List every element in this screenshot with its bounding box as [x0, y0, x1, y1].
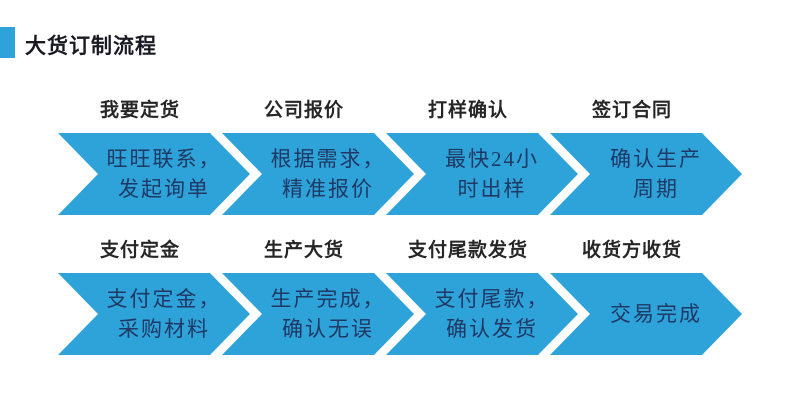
step-label: 支付定金	[99, 240, 180, 261]
step-text-line1: 支付尾款，	[434, 287, 550, 311]
step-label: 公司报价	[263, 100, 344, 121]
step-text-line2: 采购材料	[118, 317, 210, 341]
step-label: 生产大货	[263, 240, 344, 261]
flow-row-2: 支付定金 支付定金， 采购材料 生产大货 生产完成， 确认无误 支付尾款发货 支…	[58, 239, 742, 355]
flow-step-2: 公司报价 根据需求， 精准报价	[222, 99, 414, 215]
step-text-line1: 最快24小	[445, 147, 539, 171]
step-text-line2: 精准报价	[282, 177, 374, 201]
title-accent-square	[0, 27, 15, 58]
flow-step-1: 我要定货 旺旺联系， 发起询单	[58, 99, 250, 215]
step-text-line2: 时出样	[457, 177, 527, 201]
flow-row-1: 我要定货 旺旺联系， 发起询单 公司报价 根据需求， 精准报价 打样确认 最快2…	[58, 99, 742, 215]
step-label: 支付尾款发货	[407, 240, 528, 261]
flow-step-arrow: 交易完成	[550, 273, 742, 355]
step-text-line2: 周期	[633, 177, 679, 201]
step-label: 收货方收货	[581, 240, 682, 261]
step-text-line2: 确认发货	[446, 317, 538, 341]
flow-step-8: 收货方收货 交易完成	[550, 239, 742, 355]
step-text-line1: 生产完成，	[270, 287, 386, 311]
step-text-line1: 根据需求，	[270, 147, 386, 171]
flow-step-5: 支付定金 支付定金， 采购材料	[58, 239, 250, 355]
step-text-line2: 确认无误	[282, 317, 374, 341]
flow-step-7: 支付尾款发货 支付尾款， 确认发货	[386, 239, 578, 355]
flow-step-arrow: 确认生产 周期	[550, 133, 742, 215]
flow-step-3: 打样确认 最快24小 时出样	[386, 99, 578, 215]
step-text-line1: 交易完成	[610, 302, 702, 326]
step-text-line1: 确认生产	[610, 147, 702, 171]
step-label: 打样确认	[427, 100, 508, 121]
step-text-line2: 发起询单	[118, 177, 210, 201]
flow-step-4: 签订合同 确认生产 周期	[550, 99, 742, 215]
step-label: 我要定货	[99, 100, 180, 121]
flow-step-6: 生产大货 生产完成， 确认无误	[222, 239, 414, 355]
step-text-line1: 支付定金，	[106, 287, 222, 311]
page-title: 大货订制流程	[25, 35, 157, 58]
step-label: 签订合同	[591, 100, 672, 121]
step-text-line1: 旺旺联系，	[106, 147, 222, 171]
